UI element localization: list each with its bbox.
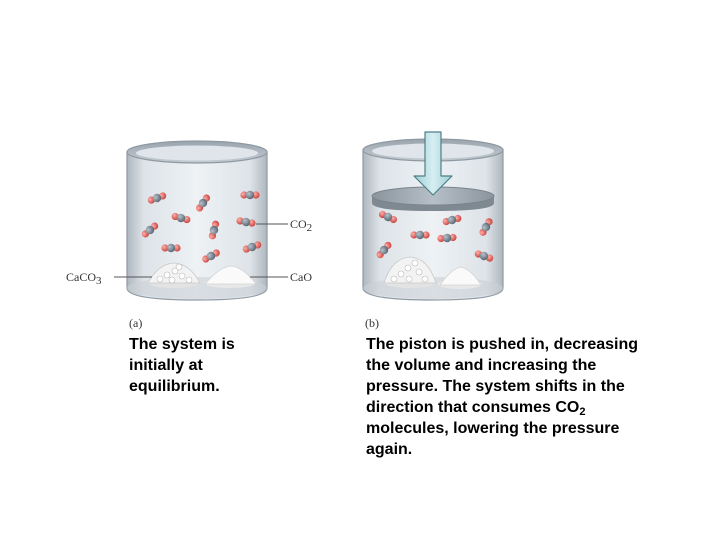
caco3-pile bbox=[147, 262, 201, 288]
co2-molecule-icon bbox=[161, 243, 181, 253]
cao-pile bbox=[204, 265, 257, 288]
down-arrow-icon bbox=[413, 131, 453, 196]
caption-b-text-end: molecules, lowering the pressure again. bbox=[366, 420, 620, 458]
co2-label-main: CO bbox=[290, 217, 307, 231]
caption-a: The system is initially at equilibrium. bbox=[129, 336, 235, 395]
co2-label: CO2 bbox=[290, 217, 313, 234]
caco3-label-sub: 3 bbox=[96, 275, 102, 287]
cao-pile-b bbox=[438, 266, 482, 289]
caption-b: The piston is pushed in, decreasing the … bbox=[366, 334, 666, 460]
caco3-label: CaCO3 bbox=[66, 270, 102, 287]
panel-a-label: (a) bbox=[129, 316, 143, 330]
leader-lines bbox=[114, 223, 288, 278]
co2-molecule-icon bbox=[410, 230, 430, 240]
caption-b-subscript: 2 bbox=[579, 406, 586, 418]
co2-molecule-icon bbox=[240, 190, 260, 200]
caption-b-text: The piston is pushed in, decreasing the … bbox=[366, 336, 639, 416]
caco3-pile-b bbox=[383, 256, 437, 288]
panel-b-label: (b) bbox=[365, 316, 379, 330]
beaker-a bbox=[126, 140, 268, 301]
caco3-label-main: CaCO bbox=[66, 270, 96, 284]
beaker-b bbox=[362, 131, 504, 301]
piston bbox=[371, 186, 495, 211]
cao-label: CaO bbox=[290, 270, 312, 284]
co2-label-sub: 2 bbox=[306, 222, 313, 234]
